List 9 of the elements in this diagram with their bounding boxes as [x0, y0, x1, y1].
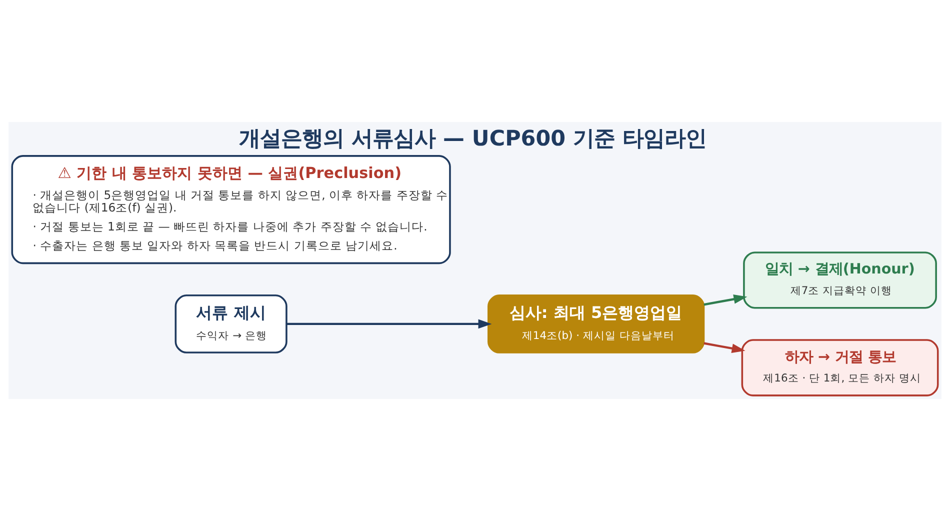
arrow: [704, 294, 748, 306]
node-box: 심사: 최대 5은행영업일 제14조(b) · 제시일 다음날부터: [488, 294, 705, 353]
node-box: 서류 제시 수익자 → 은행: [174, 294, 288, 353]
node-box: ⚠ 기한 내 통보하지 못하면 — 실권(Preclusion) · 개설은행이 5은행영업일 내 거절 통보를 하지 않으면, 이후 하자를 주장할 수 없습니다 (제16조(f) 실권). · 거절 통보는 1회로 끝 — 빠뜨린 하자를 나중에 추가 주장할 수 없습니다. · 수출자는 은행 통보 일자와 하자 목록을 반드시 기록으로 남기세요.: [11, 154, 451, 264]
diagram-title: 개설은행의 서류심사 — UCP600 기준 타임라인: [239, 126, 706, 151]
arrow: [704, 342, 746, 352]
arrow: [286, 318, 492, 328]
node-box: 일치 → 결제(Honour) 제7조 지급확약 이행: [743, 251, 937, 308]
node-box: 하자 → 거절 통보 제16조 · 단 1회, 모든 하자 명시: [741, 338, 939, 396]
